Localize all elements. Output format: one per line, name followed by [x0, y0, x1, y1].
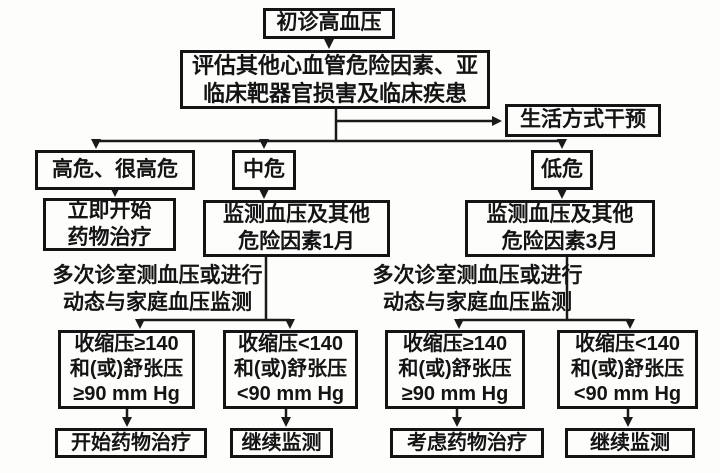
- node-text-line: 考虑药物治疗: [407, 431, 527, 454]
- node-text-line: 和(或)舒张压: [398, 358, 512, 381]
- node-continue-monitoring-right: 继续监测: [565, 428, 695, 458]
- node-bp-below-threshold-mid: 收缩压<140 和(或)舒张压 <90 mm Hg: [223, 330, 358, 409]
- connector-bp-to-outcome: [122, 409, 633, 427]
- node-text-line: ≥90 mm Hg: [73, 382, 180, 405]
- note-text-line: 多次诊室测血压或进行: [372, 263, 583, 287]
- node-monitor-3-months: 监测血压及其他 危险因素3月: [465, 200, 655, 257]
- node-bp-above-threshold-mid: 收缩压≥140 和(或)舒张压 ≥90 mm Hg: [58, 330, 195, 409]
- node-text-line: 收缩压<140: [574, 333, 681, 356]
- note-text-line: 动态与家庭血压监测: [63, 291, 252, 314]
- node-text-line: 高危、很高危: [52, 157, 178, 181]
- node-text-line: 收缩压<140: [237, 333, 344, 356]
- node-bp-above-threshold-low: 收缩压≥140 和(或)舒张压 ≥90 mm Hg: [385, 330, 525, 409]
- node-text-line: ≥90 mm Hg: [401, 382, 509, 405]
- note-ambulatory-home-bp-left: 多次诊室测血压或进行 动态与家庭血压监测: [10, 261, 305, 317]
- node-text-line: 中危: [243, 157, 285, 181]
- node-text-line: 低危: [541, 157, 583, 181]
- node-risk-low: 低危: [531, 150, 593, 190]
- node-text-line: 初诊高血压: [276, 11, 382, 35]
- node-lifestyle-intervention: 生活方式干预: [505, 104, 661, 137]
- node-immediate-drug-treatment: 立即开始 药物治疗: [43, 198, 176, 251]
- connector-assess-stem: [334, 109, 502, 141]
- node-risk-high: 高危、很高危: [35, 150, 195, 190]
- node-continue-monitoring-left: 继续监测: [230, 428, 333, 458]
- node-bp-below-threshold-low: 收缩压<140 和(或)舒张压 <90 mm Hg: [557, 330, 698, 409]
- node-consider-drug-treatment: 考虑药物治疗: [390, 428, 544, 458]
- note-ambulatory-home-bp-right: 多次诊室测血压或进行 动态与家庭血压监测: [330, 261, 625, 317]
- node-text-line: 和(或)舒张压: [233, 358, 348, 381]
- node-monitor-1-month: 监测血压及其他 危险因素1月: [203, 200, 390, 257]
- node-text-line: 药物治疗: [67, 225, 152, 249]
- node-text-line: 收缩压≥140: [74, 333, 179, 356]
- connector-risk-to-action: [110, 187, 567, 199]
- node-text-line: <90 mm Hg: [573, 382, 682, 405]
- connector-monitor1m-branch: [135, 257, 295, 329]
- node-text-line: 开始药物治疗: [71, 431, 191, 454]
- node-text-line: 危险因素1月: [238, 229, 355, 253]
- node-text-line: 收缩压≥140: [402, 333, 508, 356]
- node-text-line: 和(或)舒张压: [570, 358, 685, 381]
- node-text-line: 危险因素3月: [501, 229, 619, 253]
- node-text-line: 立即开始: [67, 199, 152, 223]
- node-text-line: 继续监测: [241, 431, 322, 454]
- node-text-line: 继续监测: [590, 431, 670, 454]
- node-text-line: 监测血压及其他: [486, 203, 634, 227]
- node-text-line: 监测血压及其他: [223, 203, 370, 227]
- connector-risk-branch: [91, 139, 567, 149]
- node-risk-medium: 中危: [232, 150, 296, 190]
- note-text-line: 多次诊室测血压或进行: [52, 263, 263, 287]
- node-assess-risk-factors: 评估其他心血管危险因素、亚 临床靶器官损害及临床疾患: [180, 50, 490, 109]
- node-start-drug-treatment: 开始药物治疗: [55, 428, 207, 458]
- node-text-line: 临床靶器官损害及临床疾患: [202, 80, 467, 106]
- note-text-line: 动态与家庭血压监测: [383, 291, 572, 314]
- connector-monitor3m-branch: [454, 257, 635, 329]
- node-text-line: 和(或)舒张压: [69, 358, 184, 381]
- node-text-line: 评估其他心血管危险因素、亚: [191, 53, 478, 79]
- node-text-line: <90 mm Hg: [236, 382, 345, 405]
- node-initial-hypertension: 初诊高血压: [263, 8, 395, 39]
- node-text-line: 生活方式干预: [520, 108, 646, 132]
